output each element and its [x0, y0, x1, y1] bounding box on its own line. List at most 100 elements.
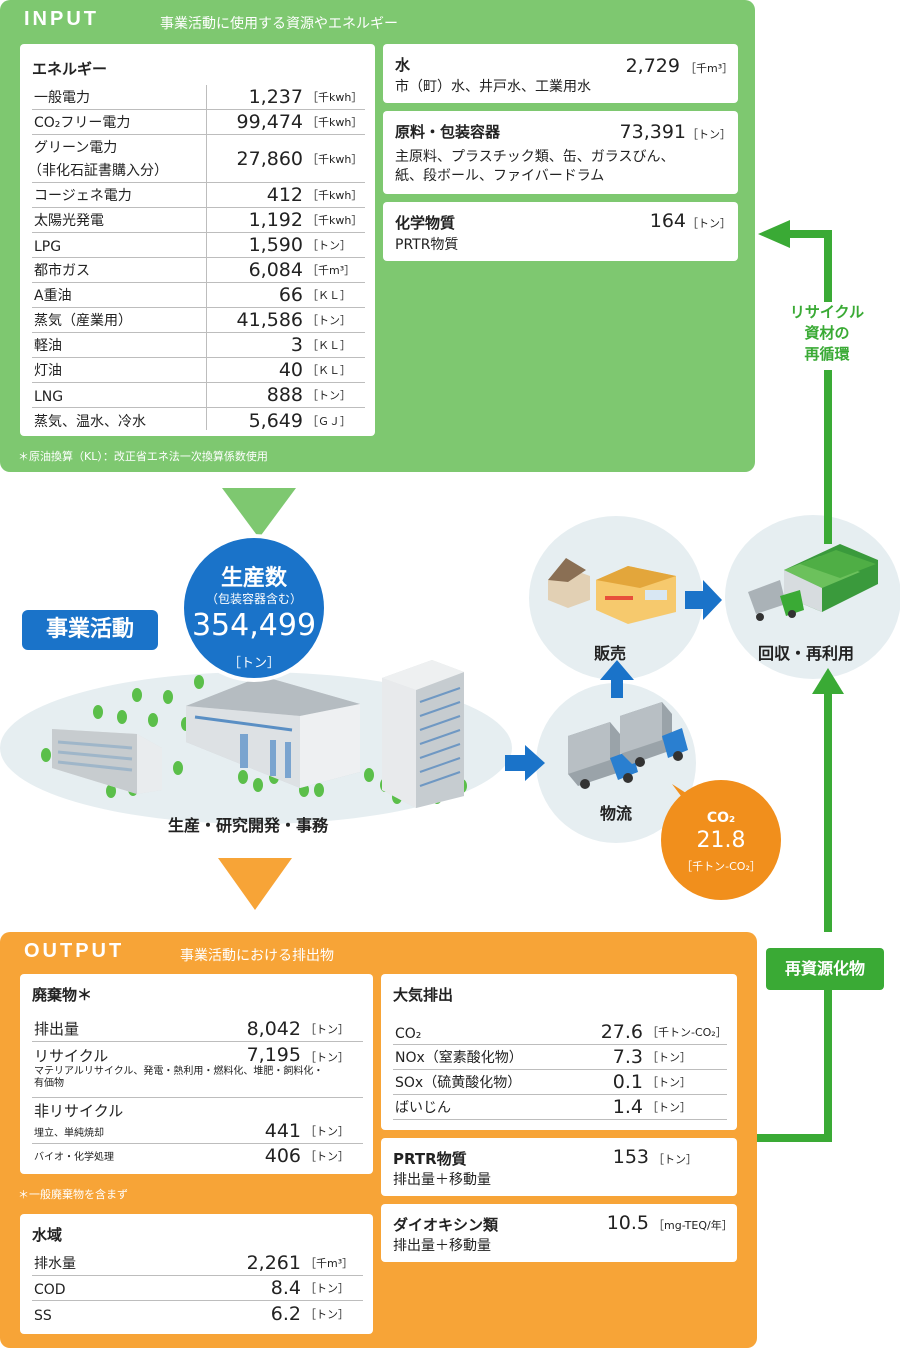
materials-card: 原料・包装容器 主原料、プラスチック類、缶、ガラスびん、 紙、段ボール、ファイバ… — [383, 111, 738, 194]
output-subtitle: 事業活動における排出物 — [180, 948, 334, 964]
water-output-title: 水域 — [32, 1226, 63, 1244]
prtr-card: PRTR物質 排出量＋移動量 153 ［トン］ — [381, 1138, 737, 1196]
materials-unit: ［トン］ — [687, 128, 731, 141]
arrow-to-recovery-icon — [685, 580, 722, 620]
reresource-arrow-head-icon — [812, 668, 844, 694]
dioxin-desc: 排出量＋移動量 — [393, 1238, 491, 1254]
chemicals-unit: ［トン］ — [687, 217, 731, 230]
recycle-line-upper — [824, 230, 832, 540]
input-subtitle: 事業活動に使用する資源やエネルギー — [160, 16, 398, 32]
air-card: 大気排出 CO₂ 27.6 ［千トン-CO₂］ NOx（窒素酸化物） 7.3 ［… — [381, 974, 737, 1130]
factory-icon — [186, 676, 360, 788]
energy-title: エネルギー — [32, 60, 108, 78]
air-row: ばいじん 1.4 ［トン］ — [393, 1095, 727, 1120]
co2-bubble-icon — [661, 780, 781, 900]
output-arrow — [218, 858, 292, 910]
production-title: 生産数 — [220, 566, 287, 591]
building-icon — [52, 729, 162, 794]
recycle-line-top — [790, 230, 832, 238]
air-row: CO₂ 27.6 ［千トン-CO₂］ — [393, 1021, 727, 1045]
prtr-desc: 排出量＋移動量 — [393, 1172, 491, 1188]
tower-icon — [382, 660, 464, 808]
recycle-arrow-left-icon — [758, 220, 790, 248]
production-subtitle: （包装容器含む） — [205, 592, 302, 606]
waste-title: 廃棄物＊ — [32, 986, 93, 1004]
water-output-card: 水域 排水量 2,261 ［千m³］ COD 8.4 ［トン］ SS 6.2 ［… — [20, 1214, 373, 1334]
materials-desc-1: 主原料、プラスチック類、缶、ガラスびん、 — [395, 149, 675, 165]
chemicals-value: 164 — [649, 210, 686, 232]
dioxin-unit: ［mg-TEQ/年］ — [653, 1219, 733, 1232]
air-title: 大気排出 — [393, 986, 454, 1004]
energy-row: グリーン電力 （非化石証書購入分） 27,860 ［千kwh］ — [28, 135, 365, 183]
waste-recycle-row: リサイクル マテリアルリサイクル、発電・熱利用・燃料化、堆肥・飼料化・ 有価物 … — [32, 1042, 363, 1098]
waste-bio-row: バイオ・化学処理 406 ［トン］ — [34, 1145, 349, 1167]
truck-icon — [568, 702, 688, 789]
output-header: OUTPUT — [24, 940, 125, 962]
water-card: 水 市（町）水、井戸水、工業用水 2,729 ［千m³］ — [383, 44, 738, 103]
co2-unit: ［千トン-CO₂］ — [681, 860, 761, 873]
dioxin-value: 10.5 — [606, 1212, 649, 1234]
recycle-label: リサイクル 資材の 再循環 — [764, 302, 890, 370]
water-output-row: SS 6.2 ［トン］ — [34, 1303, 349, 1325]
waste-note: ＊一般廃棄物を含まず — [18, 1188, 128, 1201]
shop-icon — [548, 558, 676, 624]
materials-value: 73,391 — [619, 121, 686, 143]
input-note: ＊原油換算（KL）：改正省エネ法一次換算係数使用 — [18, 450, 268, 463]
input-arrow — [222, 488, 296, 538]
water-output-row: COD 8.4 ［トン］ — [32, 1276, 363, 1301]
materials-desc-2: 紙、段ボール、ファイバードラム — [395, 168, 605, 184]
chemicals-desc: PRTR物質 — [395, 237, 459, 253]
factory-label: 生産・研究開発・事務 — [168, 816, 329, 835]
dioxin-title: ダイオキシン類 — [393, 1216, 499, 1234]
waste-nonrecycle-row: 非リサイクル 埋立、単純焼却 441 ［トン］ — [32, 1098, 363, 1144]
production-circle-icon — [180, 534, 328, 682]
logistics-label: 物流 — [600, 804, 633, 823]
water-value: 2,729 — [625, 55, 680, 77]
water-output-row: 排水量 2,261 ［千m³］ — [32, 1248, 363, 1276]
chemicals-title: 化学物質 — [395, 214, 456, 232]
water-desc: 市（町）水、井戸水、工業用水 — [395, 79, 591, 95]
business-label: 事業活動 — [22, 610, 158, 650]
waste-discharge-row: 排出量 8,042 ［トン］ — [32, 1014, 363, 1042]
waste-card: 廃棄物＊ 排出量 8,042 ［トン］ リサイクル マテリアルリサイクル、発電・… — [20, 974, 373, 1174]
reresource-label: 再資源化物 — [766, 948, 884, 990]
input-header: INPUT — [24, 8, 99, 30]
materials-title: 原料・包装容器 — [395, 123, 501, 141]
water-title: 水 — [395, 56, 411, 74]
co2-title: CO₂ — [706, 810, 736, 826]
prtr-title: PRTR物質 — [393, 1150, 467, 1168]
water-unit: ［千m³］ — [685, 62, 734, 75]
reresource-line-lower — [824, 990, 832, 1142]
recovery-label: 回収・再利用 — [758, 644, 855, 663]
production-unit: ［トン］ — [227, 656, 280, 671]
arrow-to-sales-icon — [600, 660, 634, 698]
arrow-to-logistics-icon — [505, 745, 545, 781]
flow-illustration — [0, 472, 900, 932]
air-row: NOx（窒素酸化物） 7.3 ［トン］ — [393, 1045, 727, 1070]
production-value: 354,499 — [191, 608, 317, 643]
output-panel: OUTPUT 事業活動における排出物 廃棄物＊ 排出量 8,042 ［トン］ リ… — [0, 932, 757, 1348]
chemicals-card: 化学物質 PRTR物質 164 ［トン］ — [383, 202, 738, 261]
dioxin-card: ダイオキシン類 排出量＋移動量 10.5 ［mg-TEQ/年］ — [381, 1204, 737, 1262]
co2-value: 21.8 — [696, 828, 746, 853]
recycle-facility-icon — [748, 544, 878, 621]
prtr-unit: ［トン］ — [653, 1153, 697, 1166]
air-row: SOx（硫黄酸化物） 0.1 ［トン］ — [393, 1070, 727, 1095]
prtr-value: 153 — [612, 1146, 649, 1168]
reresource-line-bottom — [757, 1134, 832, 1142]
energy-row: 蒸気（産業用）41,586［トン］ — [32, 308, 365, 333]
sales-label: 販売 — [594, 644, 627, 663]
